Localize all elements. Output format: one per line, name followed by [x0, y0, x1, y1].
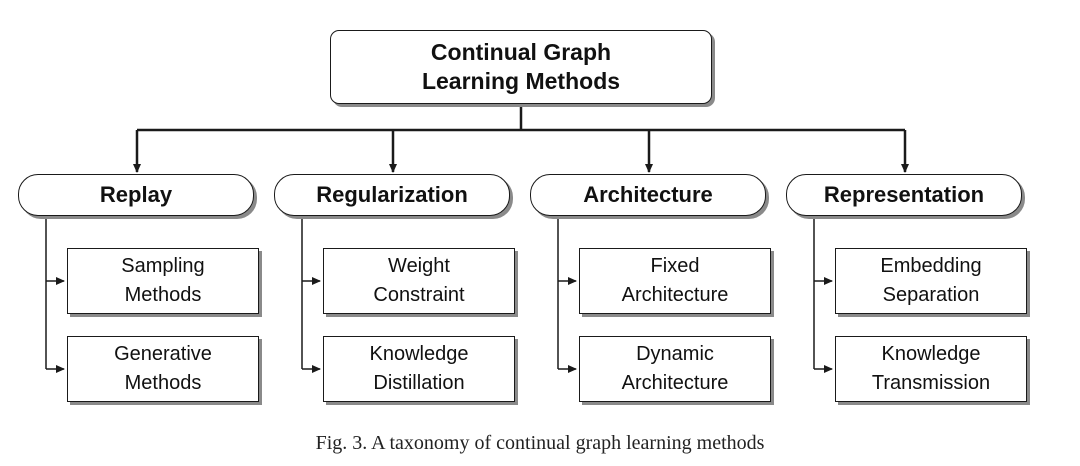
leaf-node-knowledge-distillation: Knowledge Distillation: [323, 336, 515, 402]
root-node-continual-graph-learning-methods: Continual Graph Learning Methods: [330, 30, 712, 104]
leaf-node-knowledge-transmission: Knowledge Transmission: [835, 336, 1027, 402]
leaf-node-dynamic-architecture: Dynamic Architecture: [579, 336, 771, 402]
category-node-representation: Representation: [786, 174, 1022, 216]
leaf-node-fixed-architecture: Fixed Architecture: [579, 248, 771, 314]
category-node-architecture: Architecture: [530, 174, 766, 216]
figure-caption: Fig. 3. A taxonomy of continual graph le…: [315, 432, 765, 454]
leaf-node-embedding-separation: Embedding Separation: [835, 248, 1027, 314]
leaf-node-sampling-methods: Sampling Methods: [67, 248, 259, 314]
category-node-regularization: Regularization: [274, 174, 510, 216]
leaf-node-weight-constraint: Weight Constraint: [323, 248, 515, 314]
category-node-replay: Replay: [18, 174, 254, 216]
leaf-node-generative-methods: Generative Methods: [67, 336, 259, 402]
